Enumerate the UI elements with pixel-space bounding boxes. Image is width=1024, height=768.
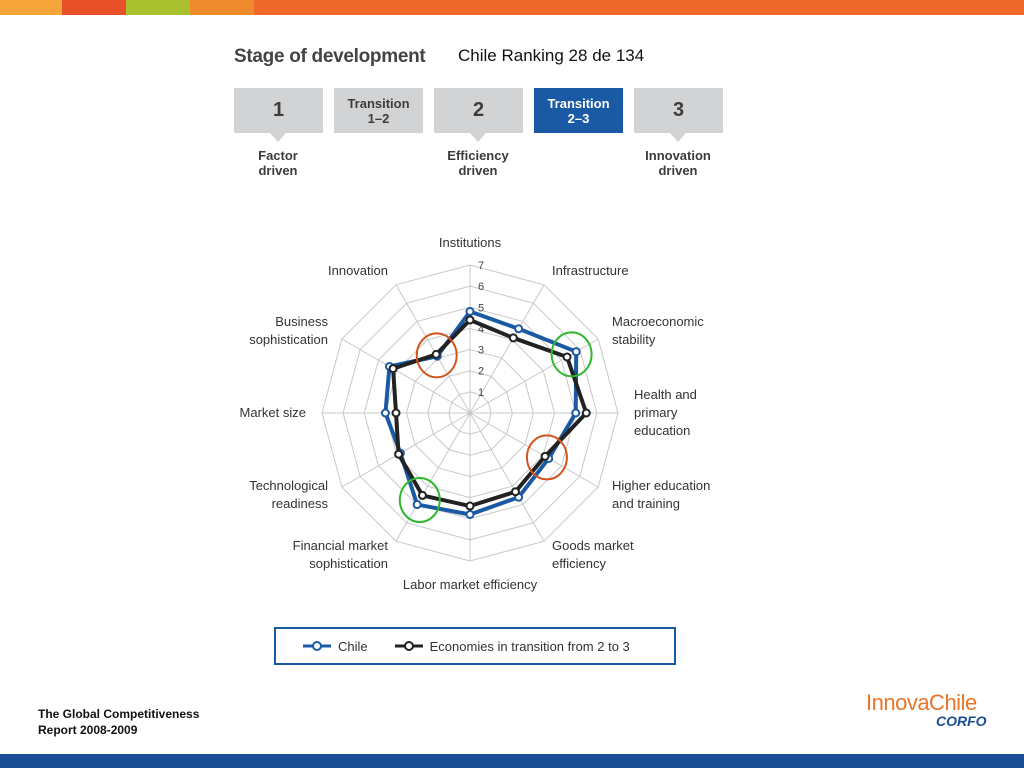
stage-title: Stage of development	[234, 46, 426, 67]
grid-spoke	[395, 412, 471, 542]
series-point	[431, 349, 441, 359]
annotation-ellipse	[398, 476, 441, 523]
top-bar-segment	[126, 0, 190, 15]
series-point	[571, 408, 581, 418]
stage-box-label: Transition 2–3	[547, 95, 610, 126]
stage-box-label: Transition 1–2	[347, 95, 410, 126]
axis-label: Labor market efficiency	[403, 577, 538, 592]
stage-box-transition-1-2: Transition 1–2	[334, 88, 423, 133]
legend-label-chile: Chile	[338, 638, 368, 654]
radial-tick-label: 4	[478, 323, 484, 335]
series-point	[465, 315, 475, 325]
pointer-triangle	[670, 133, 686, 142]
series-point	[508, 333, 518, 343]
series-point	[510, 487, 520, 497]
radial-tick-label: 6	[478, 281, 484, 293]
grid-spoke	[469, 412, 599, 488]
legend-swatch-chile	[303, 641, 331, 651]
stage-box-label: 2	[472, 99, 485, 121]
series-point	[540, 451, 550, 461]
logo-primary: InnovaChile	[866, 690, 977, 715]
annotation-ellipse	[525, 434, 568, 481]
pointer-triangle	[470, 133, 486, 142]
annotation-ellipse	[415, 332, 458, 379]
axis-label: Institutions	[439, 235, 502, 250]
top-bar-segment	[254, 0, 1024, 15]
series-point	[581, 408, 591, 418]
innovachile-corfo-logo: InnovaChile CORFO	[866, 690, 996, 740]
series-point	[465, 501, 475, 511]
legend-item-chile: Chile	[302, 639, 368, 654]
stage-box-3: 3	[634, 88, 723, 142]
grid-spoke	[341, 338, 471, 414]
bottom-bar	[0, 754, 1024, 768]
series-point	[388, 364, 398, 374]
series-point	[391, 408, 401, 418]
radial-tick-label: 3	[478, 345, 484, 357]
stage-label-efficiency: Efficiency driven	[447, 148, 509, 178]
series-point	[412, 500, 422, 510]
series-point	[514, 324, 524, 334]
footer-source: The Global Competitiveness Report 2008-2…	[38, 707, 200, 737]
stage-box-label: 1	[272, 99, 285, 121]
axis-label: Market size	[240, 405, 306, 420]
legend-label-transition: Economies in transition from 2 to 3	[429, 638, 630, 654]
axis-label: Infrastructure	[552, 263, 629, 278]
pointer-triangle	[270, 133, 286, 142]
stage-box-label: 3	[672, 99, 685, 121]
top-color-bar	[0, 0, 1024, 15]
grid-spoke	[469, 284, 545, 414]
stage-box-transition-2-3: Transition 2–3	[534, 88, 623, 133]
radial-tick-label: 5	[478, 302, 484, 314]
stage-label-factor: Factor driven	[258, 148, 298, 178]
top-bar-segment	[0, 0, 62, 15]
top-bar-segment	[190, 0, 254, 15]
stage-label-innovation: Innovation driven	[645, 148, 711, 178]
radial-tick-label: 1	[478, 387, 484, 399]
series-point	[380, 408, 390, 418]
grid-spoke	[395, 284, 471, 414]
series-point	[394, 449, 404, 459]
legend-item-transition: Economies in transition from 2 to 3	[394, 639, 630, 654]
series-point	[417, 490, 427, 500]
axis-label: Innovation	[328, 263, 388, 278]
annotation-ellipse	[550, 331, 593, 378]
radial-tick-label: 7	[478, 260, 484, 272]
grid-spoke	[469, 412, 545, 542]
series-point	[465, 307, 475, 317]
top-bar-segment	[62, 0, 126, 15]
series-point	[562, 352, 572, 362]
ranking-text: Chile Ranking 28 de 134	[458, 46, 645, 65]
series-point	[571, 347, 581, 357]
chart-legend: Chile Economies in transition from 2 to …	[274, 627, 676, 665]
stage-box-1: 1	[234, 88, 323, 142]
logo-secondary: CORFO	[936, 713, 987, 729]
radial-tick-label: 2	[478, 366, 484, 378]
series-point	[465, 509, 475, 519]
stage-box-2: 2	[434, 88, 523, 142]
grid-spoke	[341, 412, 471, 488]
radar-chart: 1 2 3 4 5 6 7 InstitutionsInfrastructureMacroec…	[240, 235, 711, 592]
legend-swatch-transition	[394, 641, 423, 651]
